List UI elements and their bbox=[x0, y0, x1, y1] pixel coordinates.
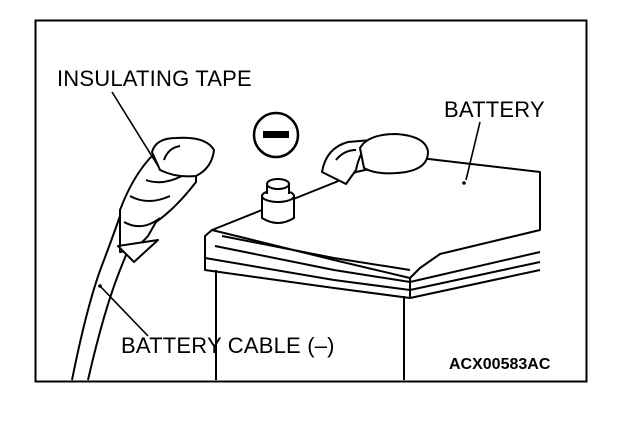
battery-illustration bbox=[204, 157, 541, 380]
insulating-tape-wrap bbox=[117, 136, 215, 263]
label-battery-cable: BATTERY CABLE (–) bbox=[121, 333, 335, 358]
figure-code: ACX00583AC bbox=[449, 356, 551, 373]
leader-insulating-tape bbox=[111, 91, 159, 167]
leader-battery-cable bbox=[99, 285, 149, 337]
figure-frame bbox=[34, 19, 588, 383]
cable-leader-dot bbox=[98, 284, 102, 288]
negative-sign-icon bbox=[252, 111, 300, 159]
leader-lines bbox=[99, 91, 481, 337]
positive-terminal-cover bbox=[321, 133, 429, 185]
negative-terminal-post bbox=[261, 178, 295, 224]
label-battery: BATTERY bbox=[444, 97, 545, 122]
label-insulating-tape: INSULATING TAPE bbox=[57, 66, 252, 91]
leader-battery bbox=[465, 121, 481, 181]
